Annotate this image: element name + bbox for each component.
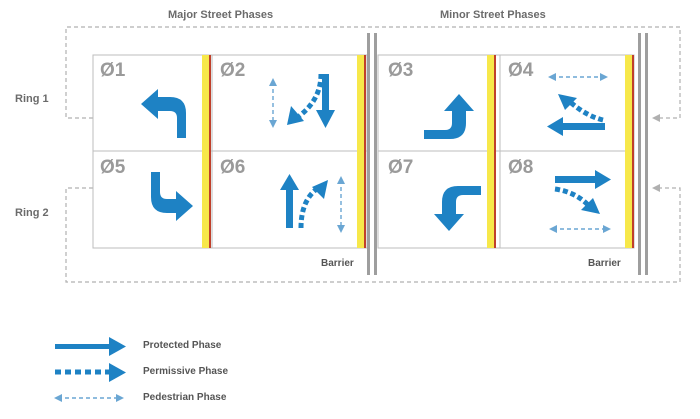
major-street-header: Major Street Phases (168, 9, 274, 21)
phase-6-label: Ø6 (220, 157, 246, 178)
p6-movement-arrows (280, 174, 345, 233)
p1-protected-left-arrow (141, 89, 186, 138)
legend-permissive-label: Permissive Phase (143, 366, 229, 377)
p2-movement-arrows (269, 73, 335, 128)
phase-2-label: Ø2 (220, 60, 246, 81)
barrier-lines (367, 33, 648, 275)
ring-loop-lines (65, 26, 681, 283)
phase-grid (92, 54, 635, 249)
clearance-p2 (357, 55, 364, 151)
phase-5-label: Ø5 (100, 157, 126, 178)
clearance-intervals (202, 55, 634, 248)
phase-4-label: Ø4 (508, 60, 534, 81)
clearance-p1 (202, 55, 209, 151)
p3-protected-left-arrow (424, 94, 474, 139)
p4-movement-arrows (547, 73, 608, 136)
legend-permissive-symbol (55, 363, 126, 382)
p8-movement-arrows (549, 170, 611, 233)
clearance-p8 (625, 151, 632, 248)
ring-1-label: Ring 1 (15, 93, 49, 105)
phase-3-label: Ø3 (388, 60, 414, 81)
clearance-p4 (625, 55, 632, 151)
clearance-p6 (357, 151, 364, 248)
barrier-label-right: Barrier (588, 258, 621, 269)
legend-protected-label: Protected Phase (143, 340, 222, 351)
phase-8-label: Ø8 (508, 157, 534, 178)
p5-protected-left-arrow (151, 172, 193, 221)
minor-street-header: Minor Street Phases (440, 9, 546, 21)
clearance-p7 (487, 151, 494, 248)
clearance-p3 (487, 55, 494, 151)
barrier-center (367, 33, 370, 275)
legend-pedestrian-label: Pedestrian Phase (143, 392, 227, 403)
legend-protected-symbol (55, 337, 126, 356)
barrier-label-center: Barrier (321, 258, 354, 269)
barrier-right (638, 33, 641, 275)
clearance-p5 (202, 151, 209, 248)
phase-1-label: Ø1 (100, 60, 126, 81)
p7-protected-left-arrow (434, 186, 481, 231)
ring-2-label: Ring 2 (15, 207, 49, 219)
phase-7-label: Ø7 (388, 157, 414, 178)
